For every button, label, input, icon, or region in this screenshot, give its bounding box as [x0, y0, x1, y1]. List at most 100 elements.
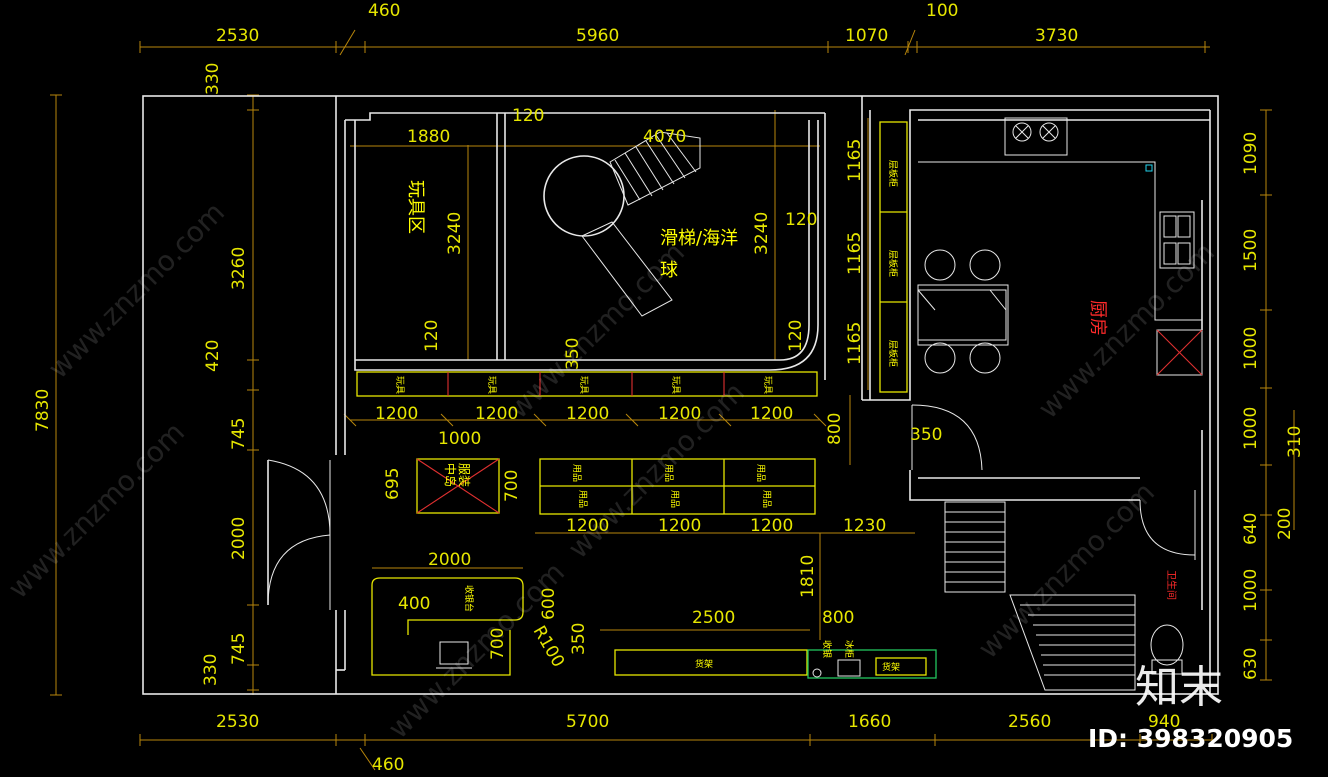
dim-left-3: 420: [203, 340, 223, 372]
svg-text:1200: 1200: [750, 516, 793, 536]
svg-text:700: 700: [488, 628, 508, 660]
dim-left-7: 330: [201, 654, 221, 686]
goods-shelves: [539, 458, 816, 515]
svg-text:1200: 1200: [475, 404, 518, 424]
svg-text:120: 120: [422, 320, 442, 352]
svg-text:中岛: 中岛: [443, 463, 458, 487]
restroom-door: [1139, 490, 1196, 560]
svg-text:1165: 1165: [845, 232, 865, 275]
svg-text:1230: 1230: [843, 516, 886, 536]
watermark-logo: 知末: [1135, 662, 1223, 713]
svg-text:层板柜: 层板柜: [887, 160, 899, 187]
dining-table: [917, 249, 1009, 374]
svg-text:4070: 4070: [643, 127, 686, 147]
svg-text:1165: 1165: [845, 139, 865, 182]
svg-text:用品: 用品: [663, 464, 674, 482]
svg-text:层板柜: 层板柜: [887, 340, 899, 367]
dim-right-outer-1: 310: [1285, 426, 1305, 458]
svg-text:120: 120: [786, 320, 806, 352]
svg-text:800: 800: [825, 413, 845, 445]
svg-text:玩具: 玩具: [394, 376, 405, 394]
svg-text:400: 400: [398, 594, 430, 614]
svg-text:收银: 收银: [821, 640, 833, 658]
walls: [142, 95, 1219, 695]
dim-left-6: 745: [229, 633, 249, 665]
svg-text:冰柜: 冰柜: [843, 640, 855, 658]
svg-text:1165: 1165: [845, 322, 865, 365]
svg-text:1000: 1000: [438, 429, 481, 449]
svg-text:1810: 1810: [798, 555, 818, 598]
svg-text:350: 350: [910, 425, 942, 445]
long-shelf: [614, 649, 808, 676]
svg-text:用品: 用品: [755, 464, 766, 482]
watermark-id: ID: 398320905: [1088, 724, 1293, 753]
svg-text:用品: 用品: [577, 490, 588, 508]
svg-text:1200: 1200: [658, 404, 701, 424]
svg-text:3240: 3240: [445, 212, 465, 255]
slide-label-2: 球: [660, 260, 678, 281]
dim-bottom-2: 460: [372, 755, 404, 775]
svg-text:收银台: 收银台: [463, 585, 475, 612]
svg-text:695: 695: [383, 468, 403, 500]
toy-area-label: 玩具区: [405, 180, 426, 234]
storage-cabinets: [879, 121, 908, 393]
dim-left-5: 2000: [229, 517, 249, 560]
svg-text:玩具: 玩具: [486, 376, 497, 394]
toilet: [1150, 624, 1184, 675]
svg-text:800: 800: [822, 608, 854, 628]
svg-text:1200: 1200: [375, 404, 418, 424]
dim-right-7: 630: [1241, 648, 1261, 680]
dim-bottom-3: 5700: [566, 712, 609, 732]
kitchen-fixtures: [918, 117, 1203, 376]
svg-text:1200: 1200: [566, 516, 609, 536]
svg-text:120: 120: [785, 210, 817, 230]
svg-text:www.znzmo.com: www.znzmo.com: [972, 476, 1161, 665]
svg-text:层板柜: 层板柜: [887, 250, 899, 277]
dim-top-1: 2530: [216, 26, 259, 46]
svg-text:货架: 货架: [882, 661, 900, 673]
toy-shelf-row: [356, 371, 818, 397]
svg-text:1880: 1880: [407, 127, 450, 147]
kitchen-label: 厨房: [1087, 300, 1108, 336]
dim-bottom-4: 1660: [848, 712, 891, 732]
dim-top-6: 3730: [1035, 26, 1078, 46]
svg-text:1200: 1200: [750, 404, 793, 424]
svg-text:120: 120: [512, 106, 544, 126]
dim-bottom-1: 2530: [216, 712, 259, 732]
svg-text:www.znzmo.com: www.znzmo.com: [2, 416, 191, 605]
dim-right-3: 1000: [1241, 327, 1261, 370]
dim-top-5: 100: [926, 1, 958, 21]
svg-text:350: 350: [569, 623, 589, 655]
svg-text:玩具: 玩具: [762, 376, 773, 394]
dim-right-1: 1090: [1241, 132, 1261, 175]
slide-label: 滑梯/海洋: [660, 228, 738, 249]
dim-left-2: 3260: [229, 247, 249, 290]
stairs: [944, 501, 1136, 691]
restroom-label: 卫生间: [1165, 570, 1178, 600]
svg-text:1200: 1200: [658, 516, 701, 536]
slide-structure: [543, 131, 701, 317]
svg-text:用品: 用品: [761, 490, 772, 508]
dim-left-1: 330: [203, 63, 223, 95]
dim-overall: 7830: [33, 389, 53, 432]
kitchen-door: [911, 404, 983, 471]
dim-top-2: 460: [368, 1, 400, 21]
fixture-labels: 层板柜 层板柜 层板柜 玩具 玩具 玩具 玩具 玩具 服装 中岛 用品 用品 用…: [394, 160, 900, 673]
dim-left-4: 745: [229, 418, 249, 450]
entrance-door: [267, 459, 331, 610]
cashier-counter: [371, 577, 524, 676]
svg-text:玩具: 玩具: [670, 376, 681, 394]
svg-text:用品: 用品: [669, 490, 680, 508]
svg-text:1200: 1200: [566, 404, 609, 424]
svg-text:2500: 2500: [692, 608, 735, 628]
dimension-labels: 2530 460 5960 1070 100 3730 2530 460 570…: [33, 1, 1305, 775]
dim-bottom-5: 2560: [1008, 712, 1051, 732]
svg-text:货架: 货架: [695, 658, 713, 670]
dim-top-4: 1070: [845, 26, 888, 46]
svg-text:用品: 用品: [571, 464, 582, 482]
svg-text:服装: 服装: [457, 463, 471, 487]
svg-text:玩具: 玩具: [578, 376, 589, 394]
svg-text:700: 700: [502, 470, 522, 502]
svg-text:R100: R100: [529, 623, 568, 671]
